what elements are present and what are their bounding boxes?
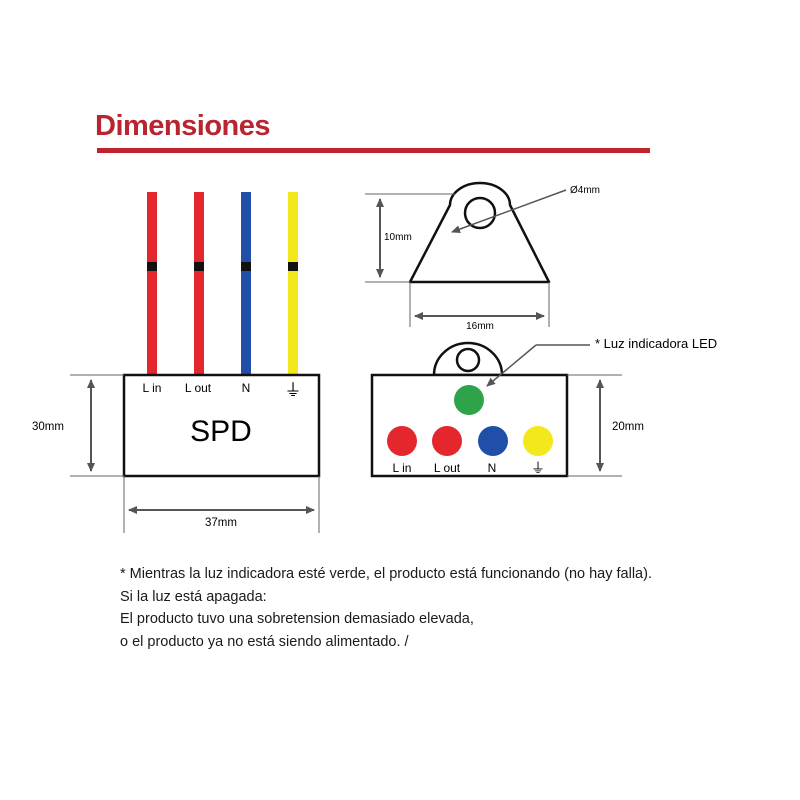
- bracket-view: Ø4mm 10mm 16mm: [365, 181, 600, 332]
- side-bracket-hole: [455, 347, 481, 373]
- spd-label: SPD: [190, 415, 252, 448]
- front-view: L in L out N ⏚ SPD 30mm 37mm: [32, 192, 321, 533]
- wire-ground: [288, 192, 298, 375]
- terminal-l-out-dot: [432, 426, 462, 456]
- note-line-2: Si la luz está apagada:: [120, 588, 267, 605]
- note-line-1: * Mientras la luz indicadora esté verde,…: [120, 566, 652, 582]
- title-divider: [97, 148, 650, 153]
- terminal-label-l-in: L in: [143, 381, 162, 395]
- led-callout-label: * Luz indicadora LED: [595, 336, 717, 351]
- bracket-height-label: 10mm: [384, 232, 412, 243]
- led-indicator-green: [454, 385, 484, 415]
- terminal-label-l-out: L out: [185, 381, 212, 395]
- side-ground-symbol-icon: ⏚: [531, 461, 545, 477]
- wire-l-out: [194, 192, 204, 375]
- side-terminal-label-l-in: L in: [393, 461, 412, 475]
- terminal-ground-dot: [523, 426, 553, 456]
- wire-neutral: [241, 192, 251, 375]
- side-terminal-label-n: N: [488, 461, 497, 475]
- page-title: Dimensiones: [95, 110, 271, 142]
- notes-block: * Mientras la luz indicadora esté verde,…: [120, 563, 760, 653]
- note-line-3: El producto tuvo una sobretension demasi…: [120, 611, 474, 627]
- terminal-label-n: N: [242, 381, 251, 395]
- hole-leader-line: [451, 189, 567, 233]
- height-label: 30mm: [32, 421, 64, 433]
- mounting-hole: [463, 196, 497, 230]
- ground-symbol-icon: ⏚: [285, 381, 302, 401]
- led-leader-line: [486, 344, 537, 387]
- terminal-l-in-dot: [387, 426, 417, 456]
- width-label: 37mm: [205, 517, 237, 529]
- mounting-bracket: [408, 181, 551, 284]
- spd-body: [122, 373, 321, 478]
- terminal-n-dot: [478, 426, 508, 456]
- wire-l-in: [147, 192, 157, 375]
- side-terminal-label-l-out: L out: [434, 461, 461, 475]
- side-height-label: 20mm: [612, 421, 644, 433]
- bracket-width-label: 16mm: [466, 321, 494, 332]
- note-line-4: o el producto ya no está siendo alimenta…: [120, 633, 409, 650]
- side-view: * Luz indicadora LED L in L out N ⏚ 20mm: [370, 336, 717, 478]
- hole-diameter-label: Ø4mm: [570, 185, 600, 196]
